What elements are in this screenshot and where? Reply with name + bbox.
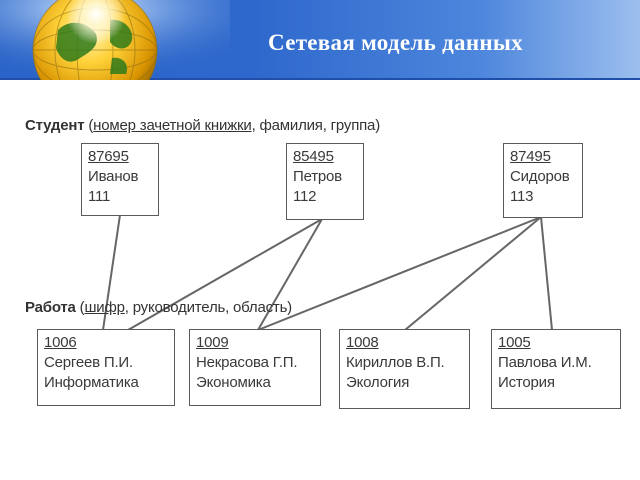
header-divider [0, 78, 640, 80]
work-code: 1009 [196, 334, 229, 351]
work-open-paren: ( [79, 299, 85, 316]
student-group: 112 [293, 188, 317, 205]
work-supervisor: Некрасова Г.П. [196, 354, 298, 371]
link-87495-1008 [404, 216, 542, 331]
link-85495-1006 [127, 218, 323, 331]
student-record-1: 87695 Иванов 111 [81, 143, 159, 216]
work-field: Экономика [196, 374, 271, 391]
slide-title: Сетевая модель данных [268, 30, 523, 55]
student-id: 87495 [510, 148, 551, 165]
work-field: История [498, 374, 555, 391]
student-surname: Иванов [88, 168, 139, 185]
link-85495-1009 [257, 218, 323, 331]
work-supervisor: Сергеев П.И. [44, 354, 133, 371]
link-87495-1005 [540, 216, 553, 331]
globe-logo [0, 0, 230, 113]
work-code: 1008 [346, 334, 379, 351]
work-record-1: 1006 Сергеев П.И. Информатика [37, 329, 175, 406]
work-record-4: 1005 Павлова И.М. История [491, 329, 621, 409]
student-key-attr: номер зачетной книжки [93, 117, 252, 134]
work-supervisor: Кириллов В.П. [346, 354, 445, 371]
student-record-2: 85495 Петров 112 [286, 143, 364, 220]
student-id: 85495 [293, 148, 334, 165]
student-group: 111 [88, 188, 111, 205]
work-record-3: 1008 Кириллов В.П. Экология [339, 329, 470, 409]
link-87495-1009 [257, 216, 542, 331]
student-attrs-rest: , фамилия, группа) [251, 117, 381, 134]
work-attrs-rest: , руководитель, область) [124, 299, 292, 316]
student-group: 113 [510, 188, 534, 205]
student-schema: Студент (номер зачетной книжки, фамилия,… [25, 117, 380, 134]
work-key-attr: шифр [84, 299, 125, 316]
work-entity-name: Работа [25, 299, 76, 316]
work-field: Информатика [44, 374, 139, 391]
work-code: 1005 [498, 334, 531, 351]
student-entity-name: Студент [25, 117, 85, 134]
student-id: 87695 [88, 148, 129, 165]
work-schema: Работа (шифр, руководитель, область) [25, 299, 292, 316]
link-87695-1006 [102, 214, 121, 331]
student-record-3: 87495 Сидоров 113 [503, 143, 583, 218]
work-field: Экология [346, 374, 410, 391]
work-supervisor: Павлова И.М. [498, 354, 592, 371]
student-surname: Сидоров [510, 168, 570, 185]
work-record-2: 1009 Некрасова Г.П. Экономика [189, 329, 321, 406]
work-code: 1006 [44, 334, 77, 351]
student-surname: Петров [293, 168, 342, 185]
student-open-paren: ( [88, 117, 94, 134]
